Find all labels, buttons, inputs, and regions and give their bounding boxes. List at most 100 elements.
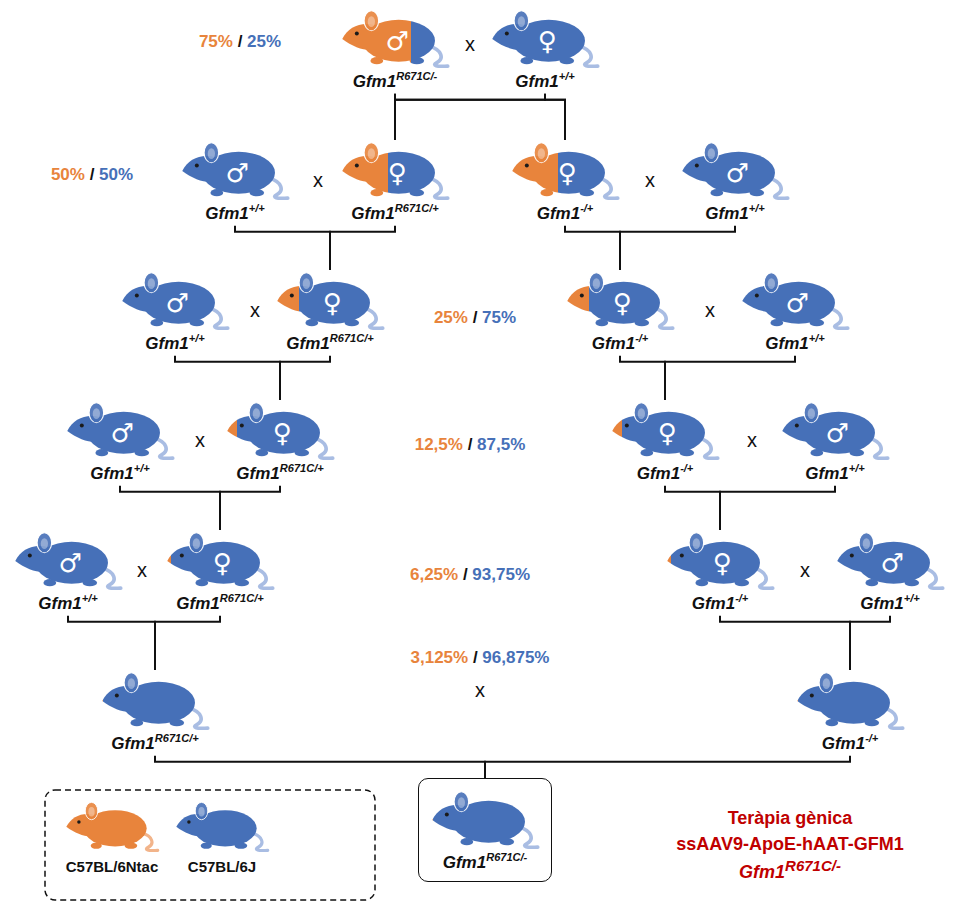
percentage-part: 12,5%	[415, 435, 463, 454]
mouse-tail	[885, 708, 903, 728]
therapy-label: Teràpia gènica	[728, 808, 853, 829]
genotype-label: Gfm1R671C/-	[443, 851, 528, 873]
genotype-superscript: -/+	[580, 202, 593, 214]
genotype-row: Gfm1-/+	[793, 732, 907, 754]
mouse-eye	[80, 423, 84, 427]
legend-text: C57BL/6J	[162, 858, 282, 875]
percentage-label: 6,25% / 93,75%	[410, 565, 530, 585]
mouse-tail	[190, 708, 208, 728]
percentage-part: 87,5%	[477, 435, 525, 454]
mouse-tail	[600, 178, 618, 198]
percentage-part: 75%	[199, 32, 233, 51]
mouse-node: ♀Gfm1R671C/+	[338, 140, 452, 224]
therapy-label: Gfm1R671C/-	[739, 857, 841, 883]
mouse-ear	[37, 533, 52, 553]
mouse-node: Gfm1R671C/+	[98, 670, 212, 754]
pedigree-line	[175, 356, 280, 400]
mouse-ear-inner	[808, 408, 815, 419]
genotype-superscript: +/+	[559, 70, 575, 82]
mouse-ear	[589, 273, 604, 293]
mouse-ear-inner	[823, 678, 830, 689]
genotype-superscript: +/+	[749, 202, 765, 214]
genotype-superscript: +/+	[809, 332, 825, 344]
mouse-node: ♀Gfm1R671C/+	[163, 530, 277, 614]
mouse-eye	[135, 293, 139, 297]
mouse-eye	[28, 553, 32, 557]
sex-symbol: ♀	[538, 28, 557, 54]
percentage-label: 50% / 50%	[51, 165, 133, 185]
genotype-row: Gfm1+/+	[833, 592, 947, 614]
genotype-label: Gfm1R671C/+	[351, 202, 438, 224]
mouse-ear	[204, 143, 219, 163]
genotype-row: Gfm1+/+	[778, 462, 892, 484]
mouse-ear-inner	[368, 148, 375, 159]
pedigree-line	[220, 486, 280, 530]
pedigree-line	[330, 226, 395, 270]
mouse-ear-inner	[708, 148, 715, 159]
percentage-label: 75% / 25%	[199, 32, 281, 52]
pedigree-line	[620, 356, 665, 400]
mouse-tail	[142, 833, 158, 851]
cross-sign: x	[645, 169, 655, 192]
genotype-row: Gfm1R671C/-	[338, 70, 452, 92]
cross-sign: x	[475, 679, 485, 702]
mouse-ear-inner	[538, 148, 545, 159]
legend-swatch	[64, 800, 160, 852]
sex-symbol: ♀	[273, 420, 292, 446]
genotype-label: Gfm1R671C/+	[236, 462, 323, 484]
mouse-ear	[85, 802, 98, 819]
genotype-label: Gfm1R671C/+	[176, 592, 263, 614]
genotype-label: Gfm1+/+	[860, 592, 919, 614]
pedigree-line	[68, 616, 155, 670]
genotype-label: Gfm1-/+	[822, 732, 879, 754]
mouse-tail	[210, 308, 228, 328]
genotype-superscript: -/+	[735, 592, 748, 604]
genotype-superscript: -/+	[680, 462, 693, 474]
mouse-tail	[580, 46, 598, 66]
percentage-separator: /	[458, 565, 472, 584]
genotype-label: Gfm1R671C/+	[286, 332, 373, 354]
genotype-superscript: -/+	[635, 332, 648, 344]
genotype-superscript: +/+	[134, 462, 150, 474]
genotype-superscript: +/+	[249, 202, 265, 214]
mouse-ear	[859, 533, 874, 553]
genotype-label: Gfm1-/+	[537, 202, 594, 224]
mouse-eye	[850, 553, 854, 557]
genotype-label: Gfm1+/+	[805, 462, 864, 484]
mouse-ear-inner	[208, 148, 215, 159]
genotype-label: Gfm1+/+	[145, 332, 204, 354]
mouse-ear	[89, 403, 104, 423]
percentage-separator: /	[233, 32, 247, 51]
mouse-ear-inner	[193, 538, 200, 549]
therapy-label: ssAAV9-ApoE-hAAT-GFM1	[676, 834, 903, 855]
pedigree-line	[665, 356, 795, 400]
mouse-ear-inner	[593, 278, 600, 289]
mouse-eye	[810, 693, 814, 697]
percentage-separator: /	[468, 648, 482, 667]
cross-sign: x	[747, 429, 757, 452]
mouse-ear-inner	[693, 538, 700, 549]
sex-symbol: ♂	[59, 550, 82, 576]
legend-swatch	[174, 800, 270, 852]
pedigree-line	[120, 486, 220, 530]
genotype-superscript: +/+	[82, 592, 98, 604]
mouse-ear-inner	[41, 538, 48, 549]
mouse-ear	[514, 11, 529, 31]
mouse-eye	[187, 820, 190, 823]
mouse-tail	[519, 827, 537, 847]
genotype-superscript: R671C/+	[220, 592, 264, 604]
genotype-superscript: R671C/-	[396, 70, 437, 82]
genotype-label: Gfm1R671C/+	[111, 732, 198, 754]
percentage-part: 25%	[434, 308, 468, 327]
mouse-ear	[299, 273, 314, 293]
mouse-ear-inner	[638, 408, 645, 419]
mouse-tail	[103, 568, 121, 588]
genotype-row: Gfm1R671C/+	[273, 332, 387, 354]
genotype-label: Gfm1-/+	[637, 462, 694, 484]
mouse-tail	[755, 568, 773, 588]
pedigree-line	[545, 94, 565, 140]
genotype-superscript: +/+	[189, 332, 205, 344]
genotype-row: Gfm1+/+	[118, 332, 232, 354]
pedigree-line	[720, 616, 850, 670]
percentage-part: 93,75%	[472, 565, 530, 584]
